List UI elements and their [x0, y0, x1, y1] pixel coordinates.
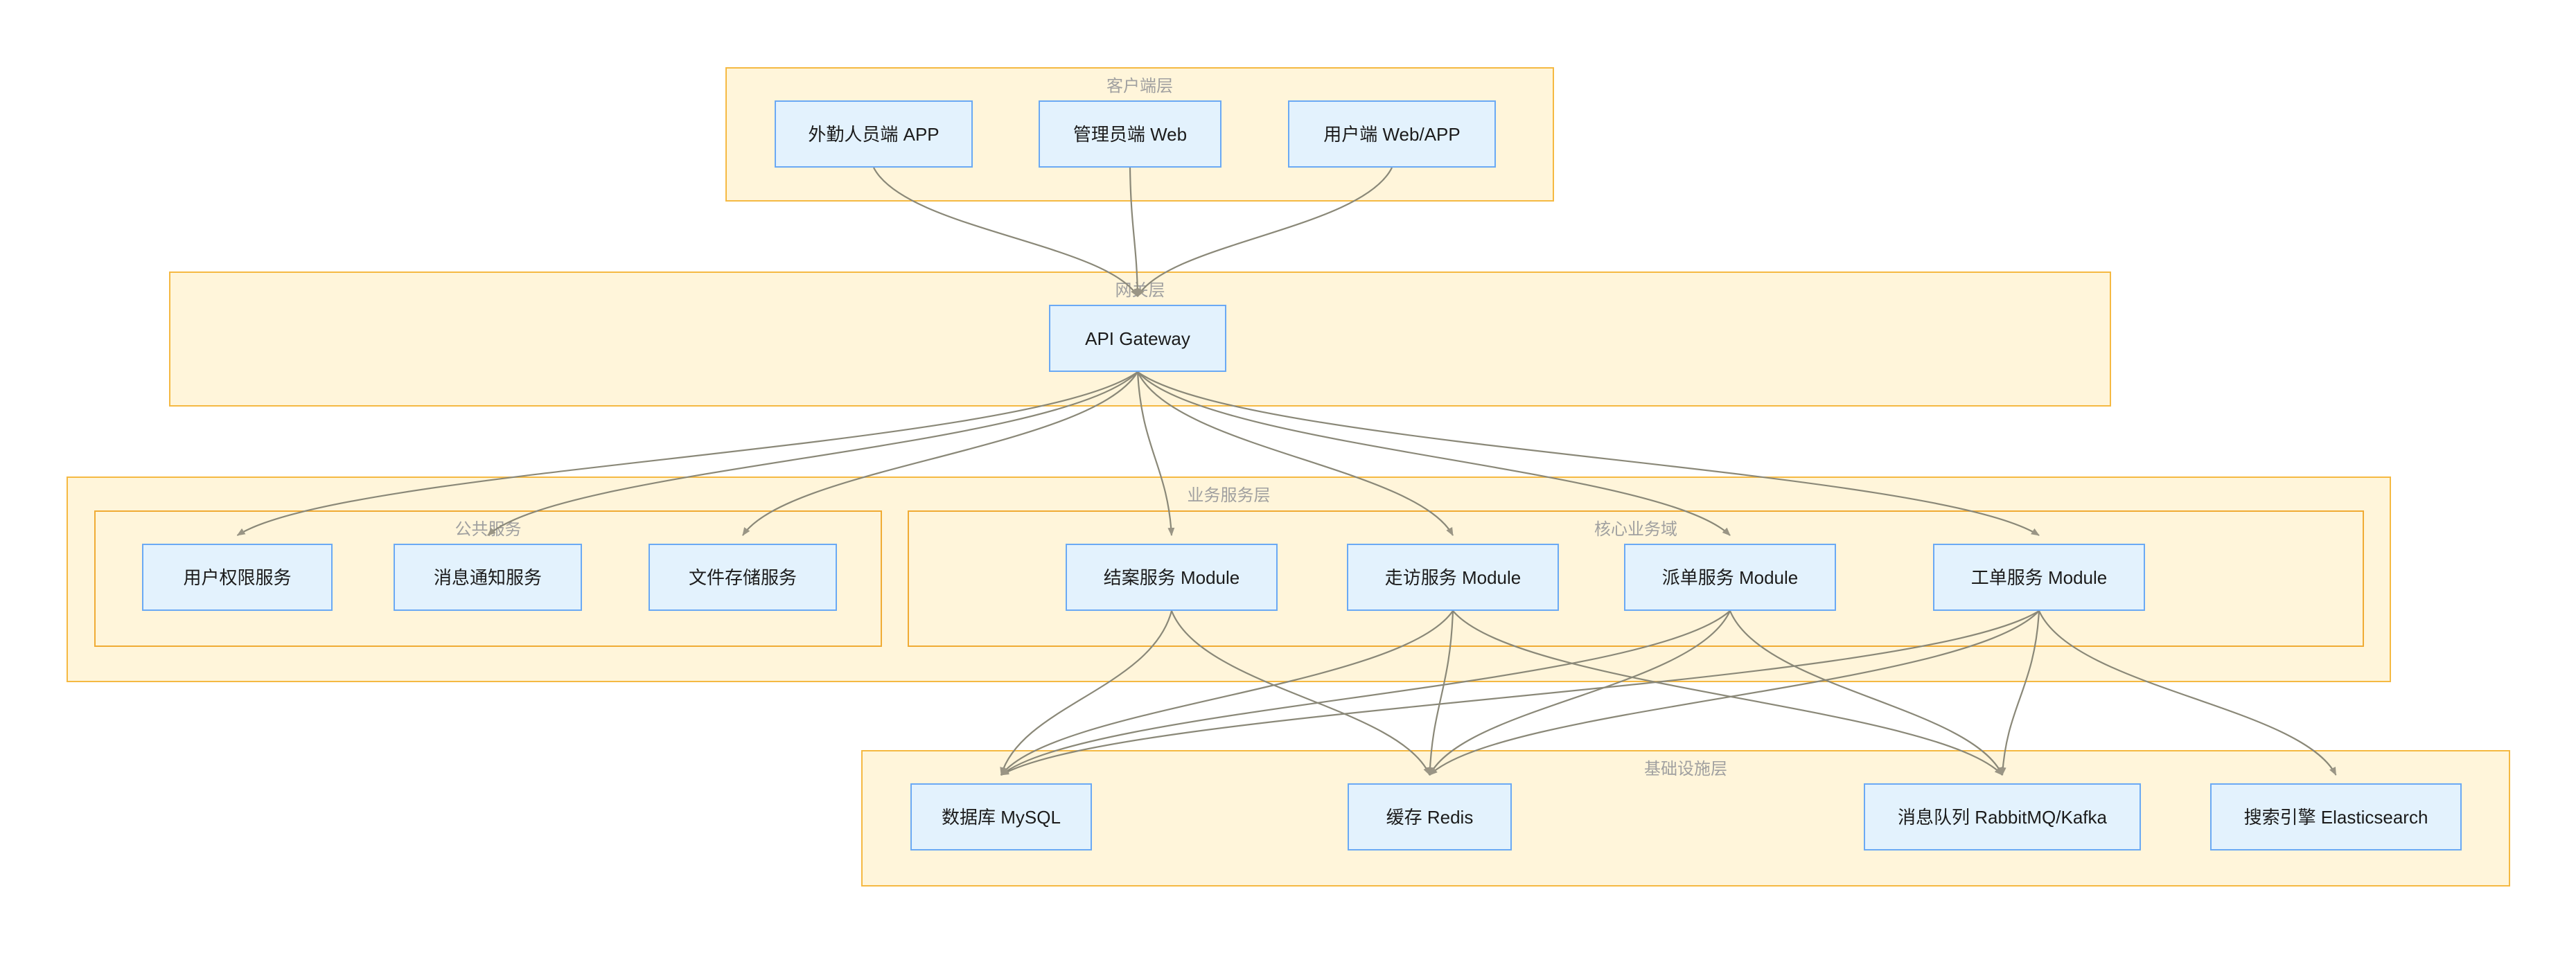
node-user-auth-svc[interactable]: 用户权限服务 [142, 544, 333, 611]
cluster-title-gateway-layer: 网关层 [1115, 281, 1165, 300]
node-user-web-app[interactable]: 用户端 Web/APP [1288, 100, 1496, 168]
node-workorder-svc[interactable]: 工单服务 Module [1933, 544, 2145, 611]
cluster-title-client-layer: 客户端层 [1106, 77, 1173, 96]
node-label-elasticsearch: 搜索引擎 Elasticsearch [2243, 806, 2428, 828]
node-case-close-svc[interactable]: 结案服务 Module [1066, 544, 1278, 611]
node-label-user-auth-svc: 用户权限服务 [183, 567, 292, 588]
node-dispatch-svc[interactable]: 派单服务 Module [1624, 544, 1836, 611]
node-visit-svc[interactable]: 走访服务 Module [1347, 544, 1559, 611]
cluster-title-infrastructure-layer: 基础设施层 [1644, 760, 1727, 778]
node-label-redis: 缓存 Redis [1386, 806, 1474, 828]
node-label-admin-web: 管理员端 Web [1073, 123, 1188, 145]
node-mysql[interactable]: 数据库 MySQL [910, 783, 1092, 850]
node-api-gateway[interactable]: API Gateway [1049, 305, 1226, 372]
node-file-store-svc[interactable]: 文件存储服务 [649, 544, 837, 611]
cluster-title-business-layer: 业务服务层 [1187, 486, 1271, 505]
node-field-app[interactable]: 外勤人员端 APP [775, 100, 973, 168]
node-label-mysql: 数据库 MySQL [942, 806, 1061, 828]
cluster-title-public-service-group: 公共服务 [455, 520, 522, 539]
node-label-workorder-svc: 工单服务 Module [1970, 567, 2108, 588]
cluster-title-core-domain-group: 核心业务域 [1594, 520, 1677, 539]
node-notify-svc[interactable]: 消息通知服务 [394, 544, 582, 611]
node-elasticsearch[interactable]: 搜索引擎 Elasticsearch [2210, 783, 2462, 850]
node-label-visit-svc: 走访服务 Module [1384, 567, 1521, 588]
node-admin-web[interactable]: 管理员端 Web [1039, 100, 1221, 168]
node-mq[interactable]: 消息队列 RabbitMQ/Kafka [1864, 783, 2141, 850]
node-label-dispatch-svc: 派单服务 Module [1661, 567, 1799, 588]
node-label-field-app: 外勤人员端 APP [808, 123, 939, 145]
node-label-user-web-app: 用户端 Web/APP [1323, 123, 1461, 145]
node-label-api-gateway: API Gateway [1085, 328, 1190, 349]
node-label-notify-svc: 消息通知服务 [433, 567, 542, 588]
node-label-case-close-svc: 结案服务 Module [1103, 567, 1240, 588]
node-label-mq: 消息队列 RabbitMQ/Kafka [1898, 806, 2107, 828]
node-redis[interactable]: 缓存 Redis [1348, 783, 1512, 850]
node-label-file-store-svc: 文件存储服务 [688, 567, 797, 588]
